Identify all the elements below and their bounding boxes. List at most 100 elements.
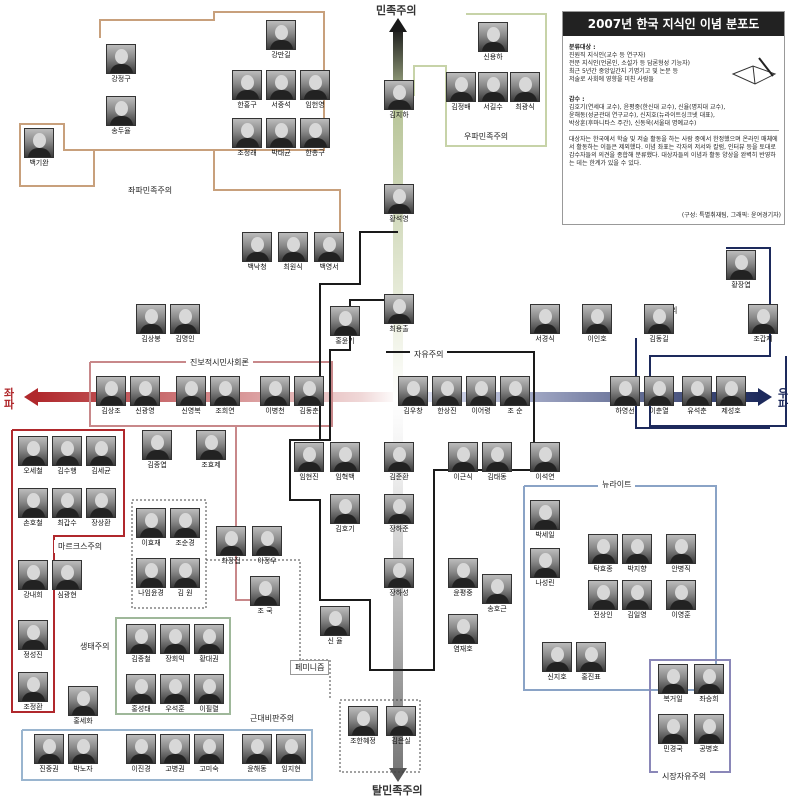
review-line: 박상훈(후마니타스 주간), 신동욱(서울대 명예교수) bbox=[569, 120, 697, 127]
person-name: 송두율 bbox=[111, 127, 131, 135]
person-portrait: 조한혜정 bbox=[348, 706, 378, 746]
person-name: 심광현 bbox=[57, 591, 77, 599]
portrait-photo bbox=[210, 376, 240, 406]
portrait-photo bbox=[300, 70, 330, 100]
person-portrait: 최갑수 bbox=[52, 488, 82, 528]
person-portrait: 홍윤기 bbox=[330, 306, 360, 346]
person-portrait: 황장엽 bbox=[726, 250, 756, 290]
person-name: 최원식 bbox=[283, 263, 303, 271]
portrait-photo bbox=[384, 80, 414, 110]
person-name: 민경국 bbox=[663, 745, 683, 753]
portrait-photo bbox=[610, 376, 640, 406]
person-portrait: 조정환 bbox=[18, 672, 48, 712]
right-nationalism-border bbox=[413, 13, 547, 147]
person-name: 조 국 bbox=[257, 607, 273, 615]
portrait-photo bbox=[170, 304, 200, 334]
person-portrait: 장상환 bbox=[86, 488, 116, 528]
portrait-photo bbox=[106, 44, 136, 74]
portrait-photo bbox=[250, 576, 280, 606]
person-portrait: 서경식 bbox=[530, 304, 560, 344]
person-name: 김종엽 bbox=[147, 461, 167, 469]
person-portrait: 강만길 bbox=[266, 20, 296, 60]
person-name: 김종철 bbox=[131, 655, 151, 663]
person-name: 김은실 bbox=[391, 737, 411, 745]
person-name: 황장엽 bbox=[731, 281, 751, 289]
person-name: 신용하 bbox=[483, 53, 503, 61]
portrait-photo bbox=[478, 72, 508, 102]
person-name: 이정우 bbox=[257, 557, 277, 565]
portrait-photo bbox=[348, 706, 378, 736]
person-portrait: 고병권 bbox=[160, 734, 190, 774]
portrait-photo bbox=[530, 500, 560, 530]
portrait-photo bbox=[242, 232, 272, 262]
portrait-photo bbox=[748, 304, 778, 334]
person-name: 정성진 bbox=[23, 651, 43, 659]
person-name: 임헌영 bbox=[305, 101, 325, 109]
portrait-photo bbox=[52, 436, 82, 466]
portrait-photo bbox=[314, 232, 344, 262]
person-portrait: 김호기 bbox=[330, 494, 360, 534]
person-name: 박태균 bbox=[271, 149, 291, 157]
person-portrait: 윤해동 bbox=[242, 734, 272, 774]
group-label-modern-critique: 근대비판주의 bbox=[246, 712, 299, 725]
person-portrait: 황석영 bbox=[384, 184, 414, 224]
portrait-photo bbox=[194, 674, 224, 704]
person-portrait: 송두율 bbox=[106, 96, 136, 136]
person-portrait: 안병직 bbox=[666, 534, 696, 574]
portrait-photo bbox=[398, 376, 428, 406]
person-name: 진중권 bbox=[39, 765, 59, 773]
person-name: 윤해동 bbox=[247, 765, 267, 773]
group-label-new-right: 뉴라이트 bbox=[598, 478, 636, 491]
person-portrait: 신영복 bbox=[176, 376, 206, 416]
person-name: 김세균 bbox=[91, 467, 111, 475]
portrait-photo bbox=[510, 72, 540, 102]
portrait-photo bbox=[622, 534, 652, 564]
person-portrait: 조 국 bbox=[250, 576, 280, 616]
portrait-photo bbox=[330, 494, 360, 524]
person-portrait: 서중석 bbox=[266, 70, 296, 110]
person-name: 김수행 bbox=[57, 467, 77, 475]
portrait-photo bbox=[266, 118, 296, 148]
person-name: 김준환 bbox=[389, 473, 409, 481]
person-portrait: 신광영 bbox=[130, 376, 160, 416]
portrait-photo bbox=[622, 580, 652, 610]
person-portrait: 유석춘 bbox=[682, 376, 712, 416]
person-portrait: 공병호 bbox=[694, 714, 724, 754]
portrait-photo bbox=[300, 118, 330, 148]
portrait-photo bbox=[530, 304, 560, 334]
person-portrait: 이춘열 bbox=[644, 376, 674, 416]
portrait-photo bbox=[644, 376, 674, 406]
person-name: 안병직 bbox=[671, 565, 691, 573]
person-portrait: 임현진 bbox=[294, 442, 324, 482]
person-portrait: 박노자 bbox=[68, 734, 98, 774]
person-portrait: 이석연 bbox=[530, 442, 560, 482]
person-name: 이진경 bbox=[131, 765, 151, 773]
target-line: 진원직 지식인(교수 등 연구자) bbox=[569, 52, 646, 59]
portrait-photo bbox=[432, 376, 462, 406]
portrait-photo bbox=[694, 664, 724, 694]
portrait-photo bbox=[18, 436, 48, 466]
person-name: 나임윤경 bbox=[138, 589, 164, 597]
portrait-photo bbox=[294, 442, 324, 472]
portrait-photo bbox=[130, 376, 160, 406]
portrait-photo bbox=[384, 494, 414, 524]
person-name: 이어령 bbox=[471, 407, 491, 415]
portrait-photo bbox=[466, 376, 496, 406]
person-portrait: 김명인 bbox=[170, 304, 200, 344]
top-arrowhead bbox=[389, 18, 407, 32]
person-name: 신지호 bbox=[547, 673, 567, 681]
person-name: 이근식 bbox=[453, 473, 473, 481]
person-portrait: 신 율 bbox=[320, 606, 350, 646]
target-label: 분류대상 : bbox=[569, 44, 596, 51]
portrait-photo bbox=[384, 558, 414, 588]
group-label-marxism: 마르크스주의 bbox=[54, 540, 107, 553]
person-portrait: 복거일 bbox=[658, 664, 688, 704]
person-name: 한상진 bbox=[437, 407, 457, 415]
portrait-photo bbox=[18, 560, 48, 590]
person-portrait: 김상조 bbox=[96, 376, 126, 416]
portrait-photo bbox=[160, 734, 190, 764]
portrait-photo bbox=[588, 580, 618, 610]
portrait-photo bbox=[86, 488, 116, 518]
person-portrait: 서길수 bbox=[478, 72, 508, 112]
person-name: 임현진 bbox=[299, 473, 319, 481]
